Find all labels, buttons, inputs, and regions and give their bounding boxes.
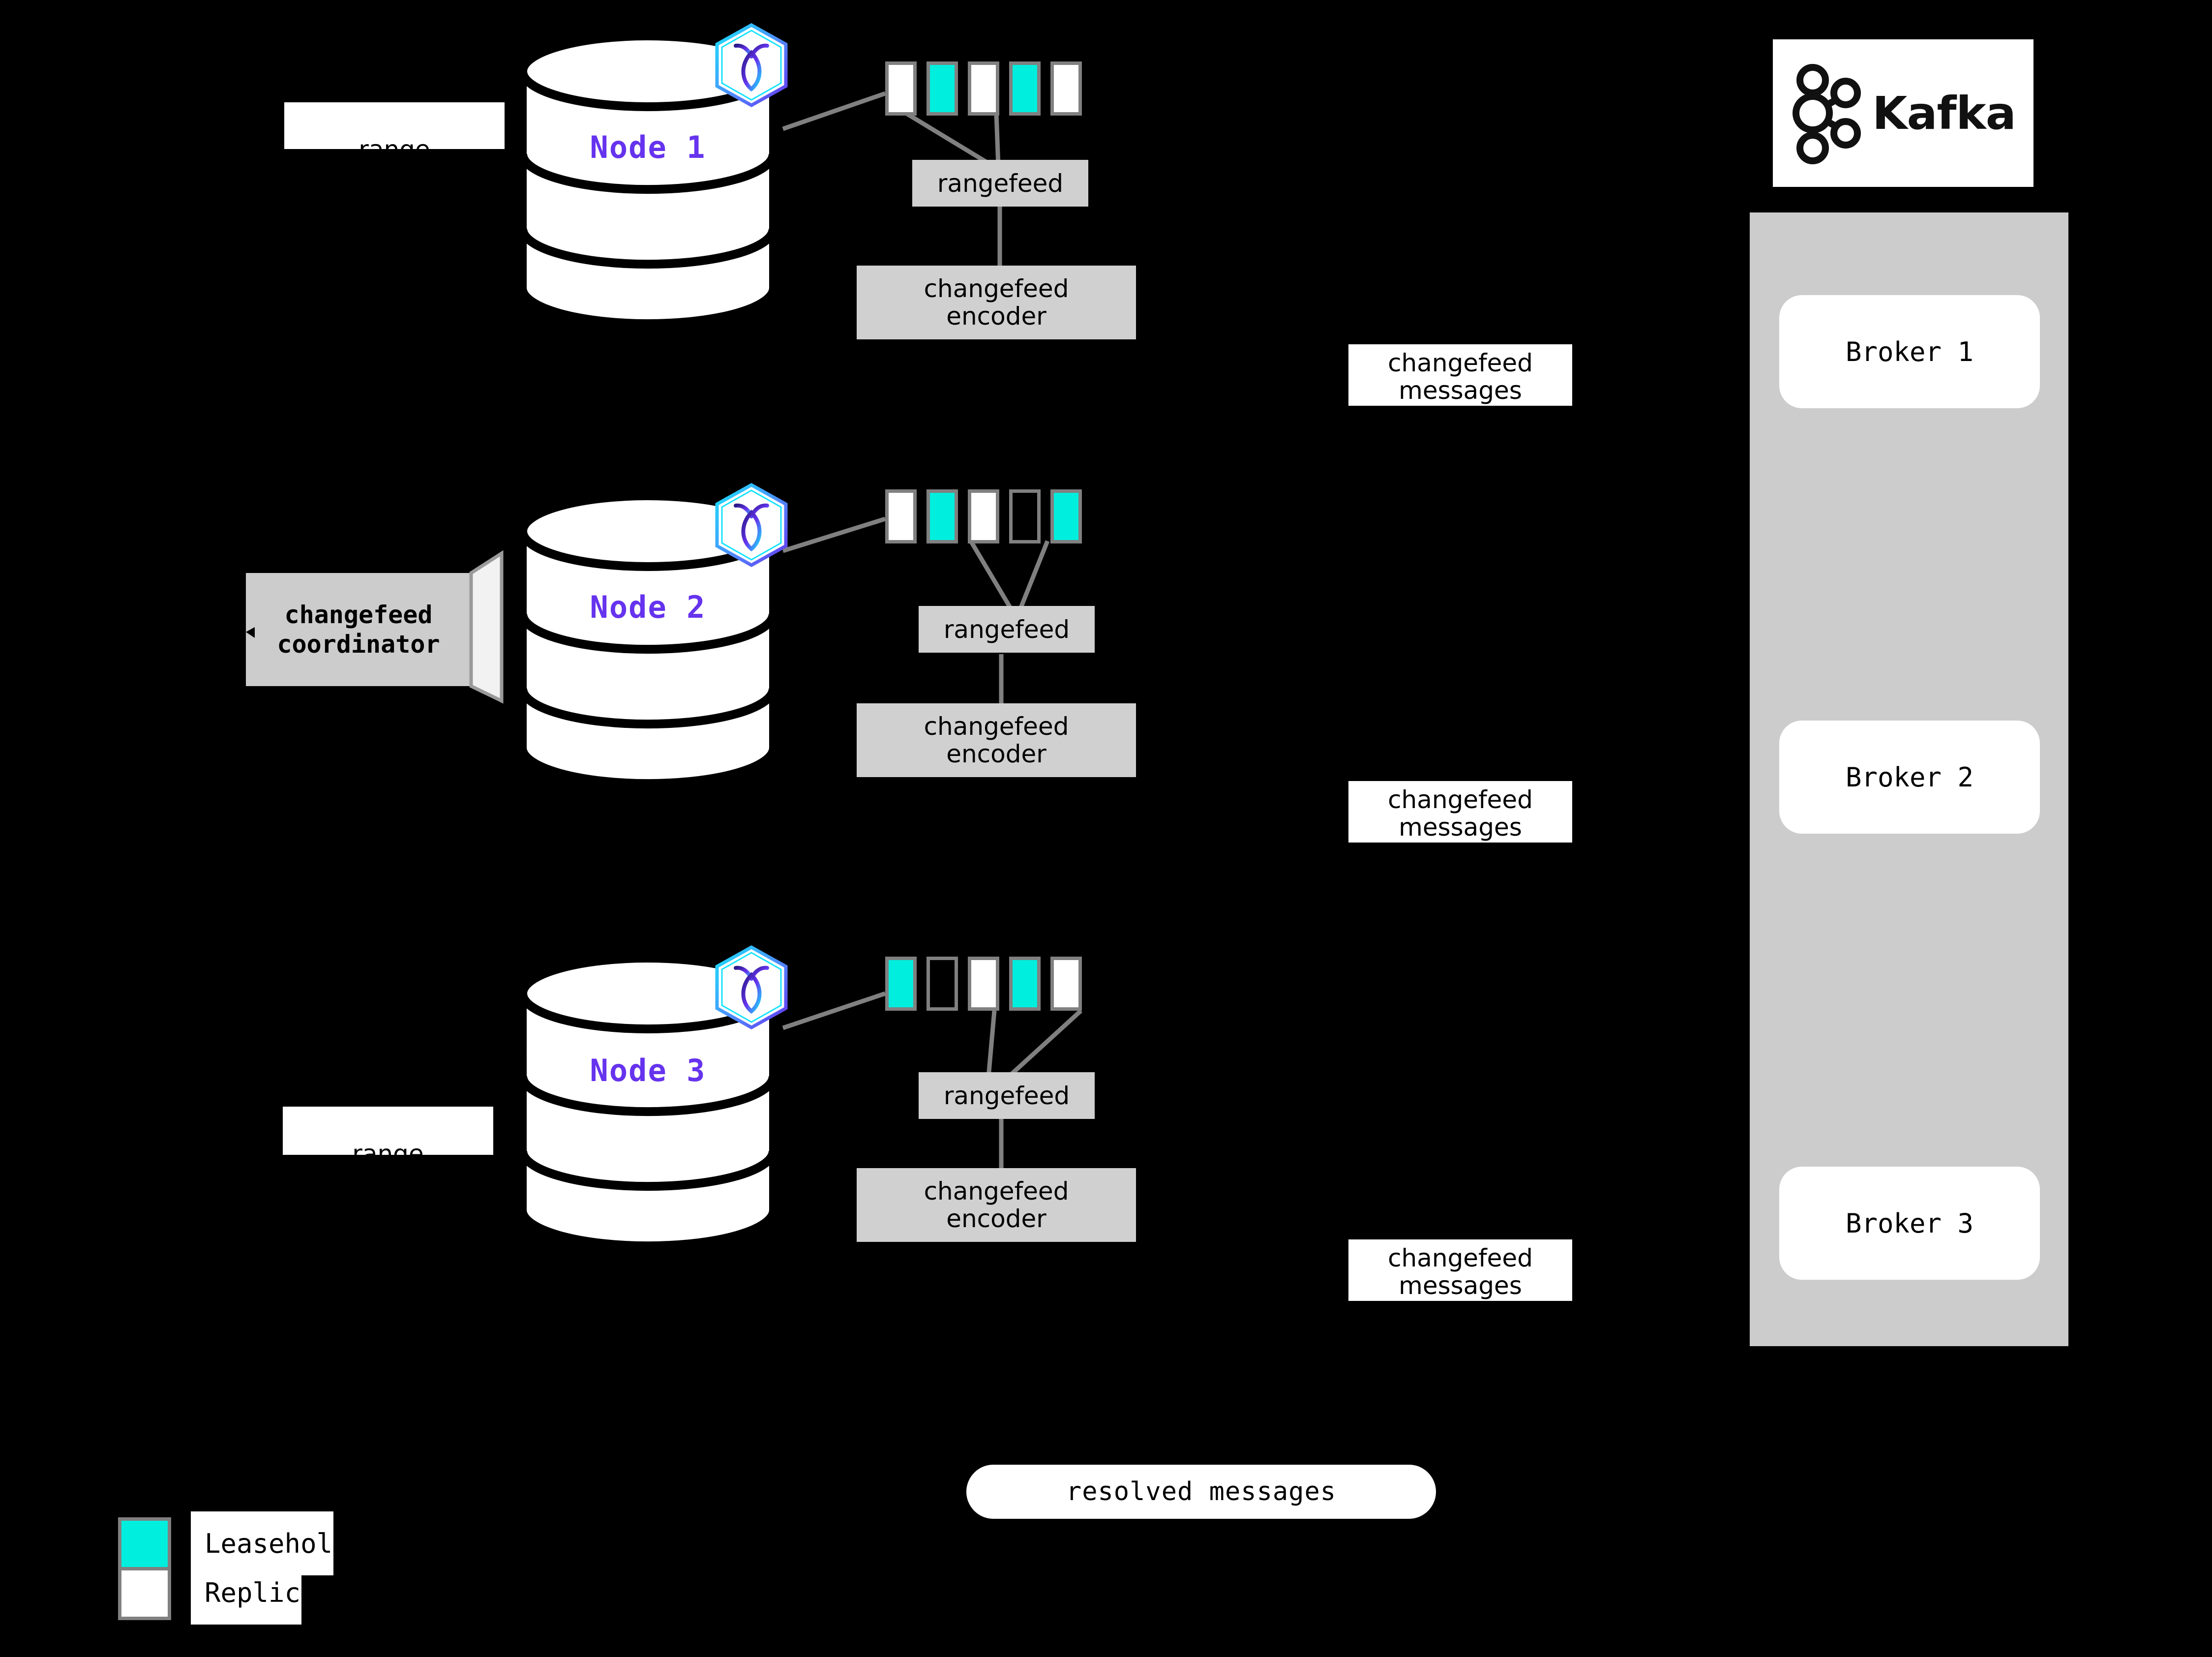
node-3-range-checkpoints-text: range checkpoints bbox=[314, 1140, 462, 1196]
node-2-changefeed-encoder-box[interactable]: changefeed encoder bbox=[857, 703, 1136, 777]
range-box[interactable] bbox=[927, 957, 958, 1011]
legend-swatch-replica bbox=[118, 1567, 171, 1620]
changefeed-messages-label-2: changefeed messages bbox=[1348, 781, 1572, 843]
broker-1-box[interactable]: Broker 1 bbox=[1779, 295, 2040, 408]
node-1-range-checkpoints-label: range checkpoints bbox=[284, 102, 505, 191]
range-box[interactable] bbox=[968, 957, 999, 1011]
cockroachdb-hex-icon bbox=[712, 22, 791, 108]
legend: Leaseholder Replica bbox=[118, 1511, 423, 1625]
changefeed-coordinator-label: changefeed coordinator bbox=[277, 601, 440, 659]
node-3-range-checkpoints-label: range checkpoints bbox=[283, 1107, 493, 1195]
kafka-node-graph-icon bbox=[1793, 64, 1861, 164]
node-3-changefeed-encoder-box[interactable]: changefeed encoder bbox=[857, 1168, 1136, 1242]
resolved-messages-pill[interactable]: resolved messages bbox=[966, 1465, 1436, 1519]
node-1-range-checkpoints-text: range checkpoints bbox=[321, 135, 468, 191]
kafka-cluster-panel: Broker 1 Broker 2 Broker 3 bbox=[1750, 212, 2068, 1346]
kafka-brand-card: Kafka bbox=[1773, 39, 2033, 187]
node-1-label: Node 1 bbox=[590, 129, 706, 165]
range-box[interactable] bbox=[927, 61, 958, 116]
node-2-cylinder bbox=[519, 492, 777, 787]
range-box[interactable] bbox=[1050, 489, 1082, 543]
changefeed-messages-label-1: changefeed messages bbox=[1348, 344, 1572, 406]
range-box[interactable] bbox=[885, 957, 917, 1011]
changefeed-coordinator[interactable]: changefeed coordinator bbox=[246, 548, 507, 706]
range-box[interactable] bbox=[1009, 61, 1041, 116]
kafka-brand-text: Kafka bbox=[1872, 87, 2016, 140]
node-2-ranges bbox=[885, 489, 1082, 543]
range-box[interactable] bbox=[1009, 489, 1041, 543]
range-box[interactable] bbox=[885, 61, 917, 116]
range-box[interactable] bbox=[1050, 61, 1082, 116]
range-box[interactable] bbox=[927, 489, 958, 543]
changefeed-messages-label-3: changefeed messages bbox=[1348, 1239, 1572, 1301]
legend-swatch-leaseholder bbox=[118, 1517, 171, 1570]
range-box[interactable] bbox=[1050, 957, 1082, 1011]
node-3-label: Node 3 bbox=[590, 1053, 706, 1088]
legend-label-replica: Replica bbox=[191, 1561, 317, 1625]
broker-2-box[interactable]: Broker 2 bbox=[1779, 721, 2040, 834]
range-box[interactable] bbox=[968, 61, 999, 116]
range-box[interactable] bbox=[885, 489, 917, 543]
broker-3-box[interactable]: Broker 3 bbox=[1779, 1167, 2040, 1280]
node-3-ranges bbox=[885, 957, 1082, 1011]
cockroachdb-hex-icon bbox=[712, 944, 791, 1030]
node-2-rangefeed-box[interactable]: rangefeed bbox=[919, 606, 1095, 653]
node-1-changefeed-encoder-box[interactable]: changefeed encoder bbox=[857, 266, 1136, 339]
node-2-label: Node 2 bbox=[590, 589, 706, 625]
node-1-cylinder bbox=[519, 32, 777, 327]
node-3-rangefeed-box[interactable]: rangefeed bbox=[919, 1072, 1095, 1119]
cockroachdb-hex-icon bbox=[712, 482, 791, 568]
node-3-cylinder bbox=[519, 954, 777, 1249]
range-box[interactable] bbox=[968, 489, 999, 543]
node-1-ranges bbox=[885, 61, 1082, 116]
range-box[interactable] bbox=[1009, 957, 1041, 1011]
node-1-rangefeed-box[interactable]: rangefeed bbox=[912, 160, 1088, 207]
